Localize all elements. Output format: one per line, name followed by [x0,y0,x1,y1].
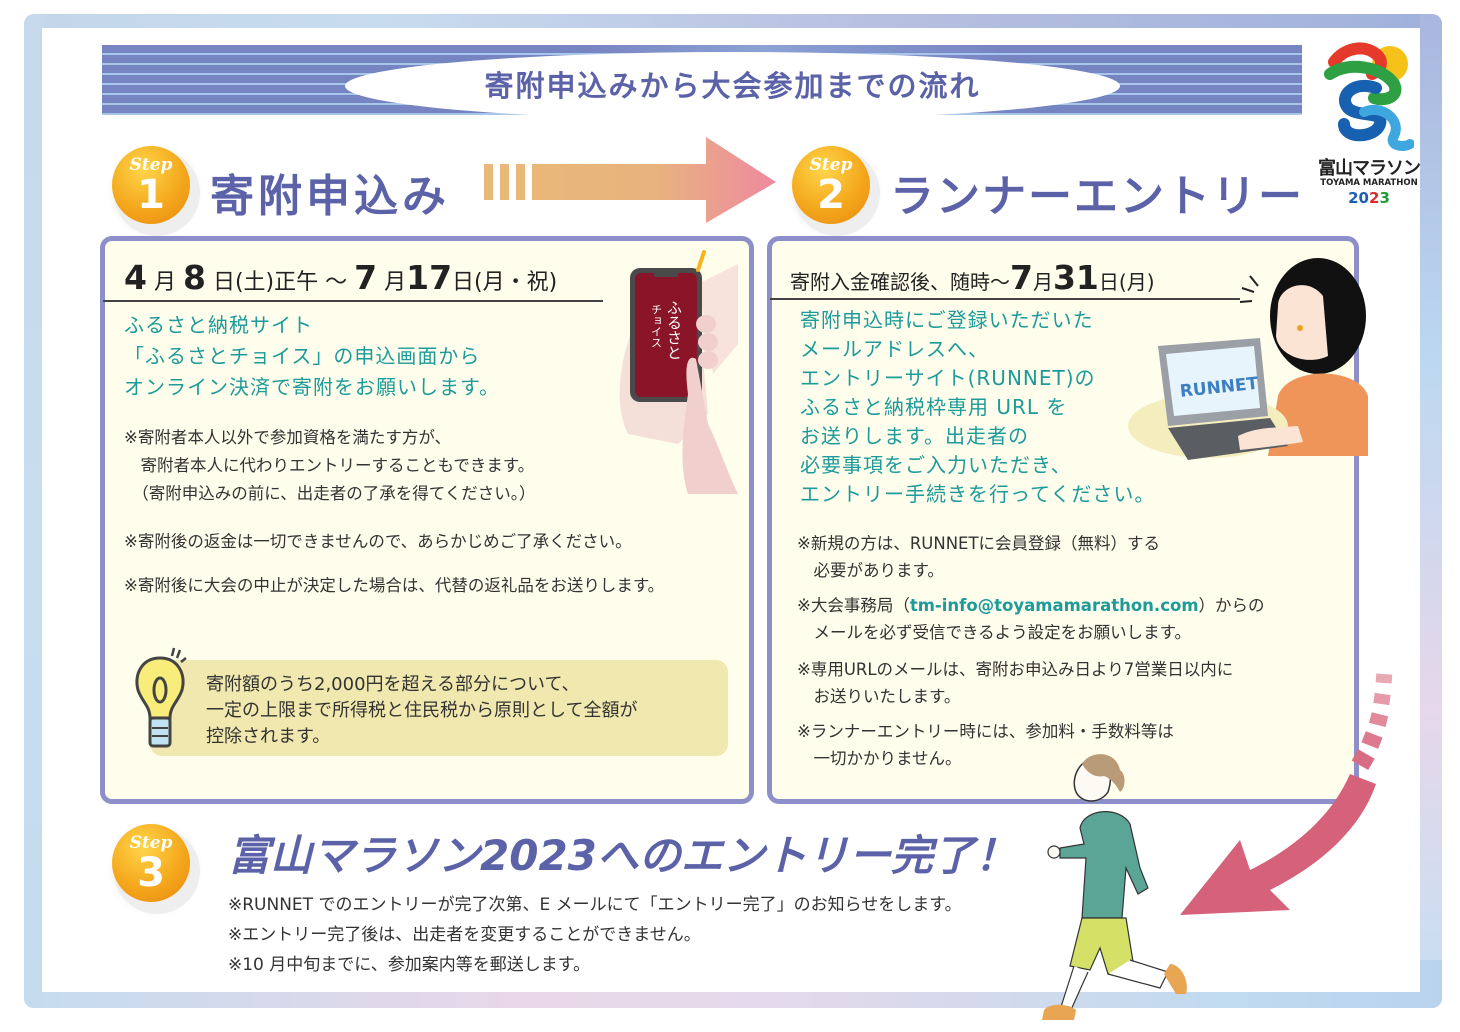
step2-lead: 寄附申込時にご登録いただいた メールアドレスへ、 エントリーサイト(RUNNET… [800,308,1156,506]
logo-name-en: TOYAMA MARATHON [1320,178,1418,188]
step2-note-4: ※ランナーエントリー時には、参加料・手数料等は 一切かかりません。 [797,722,1174,768]
logo-mark-icon [1324,42,1414,151]
tax-deduction-tip: 寄附額のうち2,000円を超える部分について、 一定の上限まで所得税と住民税から… [150,660,728,756]
step-arrow-icon [484,137,776,223]
step2-divider [770,298,1240,300]
contact-email-link[interactable]: tm-info@toyamamarathon.com [909,596,1199,615]
step1-lead: ふるさと納税サイト 「ふるさとチョイス」の申込画面から オンライン決済で寄附をお… [124,313,500,399]
step3-notes: ※RUNNET でのエントリーが完了次第、E メールにて「エントリー完了」のお知… [228,895,962,975]
frame-right-edge [1420,14,1442,1008]
step1-period: 4 月 8 日(土)正午 ～ 7 月17日(月・祝) [124,258,558,297]
logo-name-jp: 富山マラソン [1318,158,1421,179]
step1-note-3: ※寄附後に大会の中止が決定した場合は、代替の返礼品をお送りします。 [124,576,665,595]
svg-text:チョイス: チョイス [650,304,663,348]
step1-badge: Step 1 [112,146,190,224]
step2-note-2: ※大会事務局（tm-info@toyamamarathon.com）からの メー… [797,596,1265,642]
step3-title: 富山マラソン2023へのエントリー完了！ [228,831,1017,880]
runner-illustration [1042,754,1187,1020]
header-banner-pill: 寄附申込みから大会参加までの流れ [345,52,1120,120]
step1-divider [103,300,603,302]
logo-year: 2023 [1348,189,1390,207]
step2-note-3: ※専用URLのメールは、寄附お申込み日より7営業日以内に お送りいたします。 [797,660,1234,706]
smartphone-hand-illustration: ふるさと チョイス [619,250,738,494]
step2-period: 寄附入金確認後、随時～7月31日(月) [790,258,1155,297]
step2-title: ランナーエントリー [890,171,1304,222]
step2-badge: Step 2 [792,146,870,224]
svg-text:ふるさと: ふるさと [665,300,683,360]
step3-badge: Step 3 [112,824,190,902]
toyama-marathon-logo: 富山マラソン TOYAMA MARATHON 2023 [1310,40,1428,210]
step2-note-1: ※新規の方は、RUNNETに会員登録（無料）する 必要があります。 [797,534,1161,580]
frame-left-edge [24,14,44,1008]
step1-note-2: ※寄附後の返金は一切できませんので、あらかじめご了承ください。 [124,532,632,551]
woman-laptop-illustration: RUNNET [1128,258,1368,460]
lightbulb-icon [135,647,187,748]
curved-arrow-icon [1180,673,1393,915]
step2-panel [767,236,1359,804]
step1-note-1: ※寄附者本人以外で参加資格を満たす方が、 寄附者本人に代わりエントリーすることも… [124,428,536,503]
step1-title: 寄附申込み [210,171,450,222]
page-title: 寄附申込みから大会参加までの流れ [484,69,981,103]
